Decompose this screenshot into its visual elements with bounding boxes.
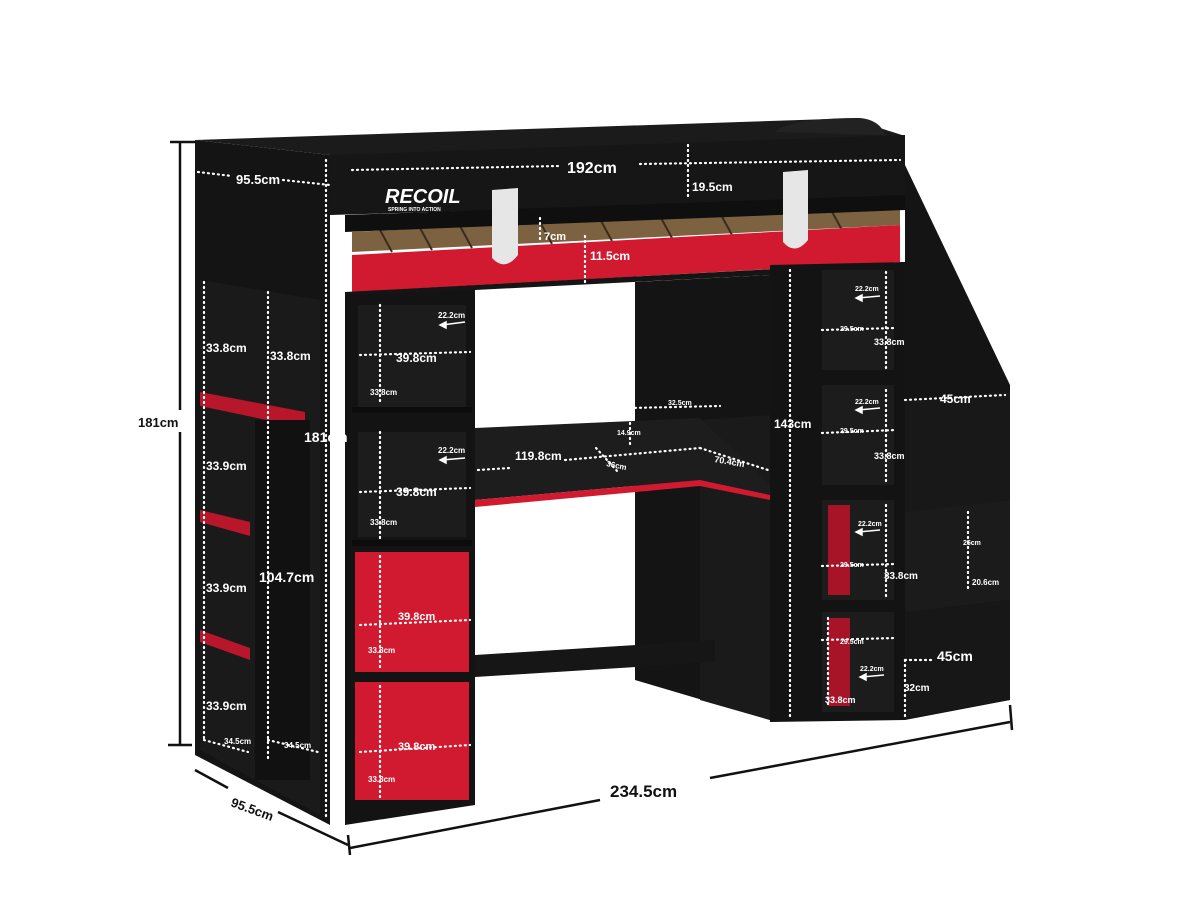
step-depth-top-label: 45cm <box>940 392 971 406</box>
left-red-shelf-2 <box>200 510 250 536</box>
dimension-labels: 181cm 234.5cm 95.5cm 95.5cm 192cm 19.5cm… <box>138 160 999 824</box>
left-side-inner <box>255 420 310 780</box>
center-shelf-height-2-label: 33.8cm <box>370 518 397 527</box>
right-shelf-column <box>770 262 905 722</box>
depth-arrows <box>438 293 885 682</box>
drawer-width-1-label: 39.8cm <box>398 611 436 623</box>
right-shelf-height-1-label: 33.8cm <box>874 337 905 347</box>
left-shelf-1-label: 33.8cm <box>206 341 247 355</box>
drawer-height-2-label: 33.8cm <box>368 775 395 784</box>
right-guard-handle <box>783 170 808 249</box>
guard-height-label: 19.5cm <box>692 180 733 194</box>
overall-height-label: 181cm <box>138 415 178 430</box>
stair-step-1 <box>905 392 1010 512</box>
bed-inner-frame <box>345 195 905 232</box>
left-shelf-4-label: 33.9cm <box>206 699 247 713</box>
right-shelf-height-4-label: 33.8cm <box>825 695 856 705</box>
top-front-board <box>330 135 905 215</box>
center-shelf-2 <box>358 432 466 537</box>
center-shelf-2-floor <box>352 540 472 546</box>
right-shelf-depth-2-label: 22.2cm <box>855 399 879 406</box>
center-drawer-1 <box>355 552 469 672</box>
drawer-width-2-label: 39.8cm <box>398 741 436 753</box>
left-guard-handle <box>492 188 518 265</box>
stair-step-2 <box>905 500 1010 612</box>
step-depth-bottom-label: 45cm <box>937 648 973 664</box>
drawer-height-1-label: 33.8cm <box>368 646 395 655</box>
right-shelf-depth-1-label: 22.2cm <box>855 286 879 293</box>
right-shelf-width-3-label: 29.5cm <box>840 562 864 569</box>
left-red-shelf-3 <box>200 630 250 660</box>
left-bottom-depth-b-label: 34.5cm <box>284 741 311 750</box>
right-shelf-depth-3-label: 22.2cm <box>858 521 882 528</box>
right-column-height-label: 143cm <box>774 417 811 431</box>
center-shelf-width-2-label: 39.8cm <box>396 485 437 499</box>
center-shelf-depth-2-label: 22.2cm <box>438 446 465 455</box>
dim-lines-on-furniture <box>196 143 1007 822</box>
desk-length-label: 119.8cm <box>515 449 562 463</box>
left-shelf-3-label: 33.9cm <box>206 581 247 595</box>
overall-length-label: 234.5cm <box>610 782 677 801</box>
stair-step-3 <box>905 600 1010 718</box>
mattress-slats <box>352 205 900 252</box>
bed-length-label: 192cm <box>567 160 617 177</box>
left-red-shelf-1 <box>200 392 305 428</box>
step-inner-label: 20.6cm <box>972 578 999 587</box>
right-shelf-depth-4-label: 22.2cm <box>860 666 884 673</box>
right-shelf-width-1-label: 29.5cm <box>840 326 864 333</box>
overall-depth-label: 95.5cm <box>229 795 276 824</box>
right-shelf-4-red-back <box>828 618 850 706</box>
step-bottom-height-label: 32cm <box>904 683 930 694</box>
right-shelf-2 <box>822 385 894 485</box>
top-depth-label: 95.5cm <box>236 172 280 187</box>
desk-depth-label: 36cm <box>606 459 628 472</box>
left-end-height-label: 181cm <box>304 429 348 445</box>
guard-gap-label: 7cm <box>544 231 566 243</box>
right-shelf-width-2-label: 29.5cm <box>840 428 864 435</box>
rail-height-label: 11.5cm <box>590 249 630 263</box>
right-shelf-height-2-label: 33.8cm <box>874 451 905 461</box>
center-shelf-height-1-label: 33.8cm <box>370 388 397 397</box>
brand-logo: RECOIL <box>385 186 461 208</box>
left-shelf-2-label: 33.9cm <box>206 459 247 473</box>
left-bottom-depth-a-label: 34.5cm <box>224 737 251 746</box>
desk-back-height-label: 14.9cm <box>617 430 641 437</box>
desk-lower-bar <box>475 640 715 677</box>
center-shelf-width-1-label: 39.8cm <box>396 351 437 365</box>
red-bed-rail <box>352 225 900 292</box>
desk-surface <box>475 418 770 500</box>
top-rim <box>775 118 885 135</box>
center-shelf-1-floor <box>352 407 472 413</box>
center-drawer-2 <box>355 682 469 800</box>
step-height-label: 25cm <box>963 540 981 547</box>
left-shelf-1b-label: 33.8cm <box>270 349 311 363</box>
outer-dimension-lines <box>168 140 1014 856</box>
right-shelf-height-3-label: 33.8cm <box>884 571 918 582</box>
center-shelf-1 <box>358 305 466 407</box>
center-shelf-depth-1-label: 22.2cm <box>438 311 465 320</box>
left-gap-height-label: 104.7cm <box>259 569 314 585</box>
right-shelf-1 <box>822 270 894 370</box>
desk-return-depth-label: 32.5cm <box>668 400 692 407</box>
right-shelf-width-4-label: 29.5cm <box>840 639 864 646</box>
right-shelf-3-red-back <box>828 505 850 595</box>
brand-tagline: SPRING INTO ACTION <box>388 207 441 213</box>
